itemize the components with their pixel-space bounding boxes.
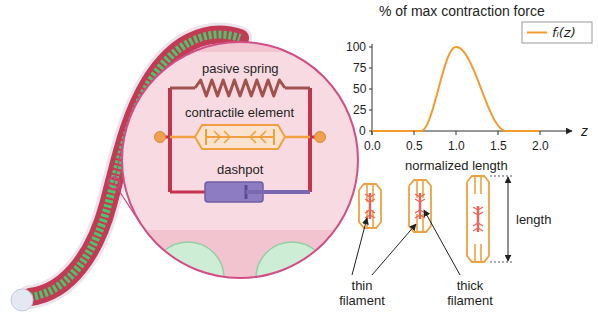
thin-filament: [474, 176, 476, 194]
sarcomeres: [359, 176, 489, 262]
tick-label: 1.5: [490, 139, 507, 154]
cross-bridge: [473, 207, 483, 231]
thin-filament: [480, 176, 482, 194]
green-sphere: [256, 242, 328, 314]
contractile-symbol: [195, 125, 285, 149]
legend-text: fₗ(z): [552, 25, 576, 40]
frame-bar: [308, 88, 312, 192]
sarcomere-outline: [467, 176, 489, 262]
x-tick: [540, 131, 541, 135]
force-curve: [372, 47, 540, 131]
axis-title: % of max contraction force: [379, 4, 545, 19]
joint-dot: [315, 132, 326, 143]
cross-bridge: [365, 194, 375, 218]
axis-label: normalized length: [405, 158, 508, 173]
tissue-band: [105, 52, 375, 230]
tick-label: 25: [353, 103, 366, 118]
legend-box: [522, 22, 592, 43]
tick-label: 2.0: [532, 139, 549, 154]
extension-line: [490, 176, 514, 177]
green-sphere: [152, 242, 224, 314]
element-label: dashpot: [217, 162, 263, 177]
sarcomere-symbol: [409, 180, 431, 232]
tick-label: 1.0: [448, 139, 465, 154]
extension-line: [490, 262, 514, 263]
tick-label: 50: [353, 82, 366, 97]
leader-line: [372, 224, 416, 275]
legend-line-sample: [527, 32, 547, 34]
x-tick: [414, 131, 415, 135]
sarcomere-symbol: [359, 184, 381, 228]
cross-bridge: [415, 194, 425, 218]
spring-wire: [285, 87, 310, 90]
x-tick: [372, 131, 373, 135]
part-label: thick filament: [438, 278, 502, 308]
hill-model: [155, 80, 326, 202]
leader-line: [352, 218, 367, 275]
tick-label: 0.0: [364, 139, 381, 154]
dimension-label: length: [516, 212, 551, 227]
contractile-symbol: [234, 136, 274, 138]
dashpot-rod: [246, 190, 310, 194]
sarcomere-outline: [409, 180, 431, 232]
axis-variable: z: [581, 124, 588, 139]
dashpot-wire: [170, 191, 205, 194]
leader-line: [424, 210, 460, 275]
contractile-symbol: [214, 131, 266, 143]
part-label: thin filament: [330, 278, 394, 308]
y-tick: [369, 89, 372, 90]
spring-wire: [170, 87, 195, 90]
element-label: pasive spring: [202, 61, 279, 76]
tick-label: 0: [359, 124, 366, 139]
y-tick: [369, 110, 372, 111]
sarcomere-outline: [359, 184, 381, 228]
spring-symbol: [195, 80, 285, 96]
tick-label: 0.5: [406, 139, 423, 154]
thin-filament: [480, 244, 482, 262]
y-tick: [369, 68, 372, 69]
x-tick: [498, 131, 499, 135]
worm-head: [11, 289, 33, 311]
tick-label: 75: [353, 61, 366, 76]
thin-filament: [474, 244, 476, 262]
tick-label: 100: [346, 40, 366, 55]
length-bracket: [508, 177, 509, 261]
sarcomere-symbol: [467, 176, 489, 262]
element-label: contractile element: [185, 105, 294, 120]
y-tick: [369, 131, 372, 132]
contractile-wire: [285, 136, 310, 139]
magnifier-border: [122, 42, 358, 278]
contractile-wire: [170, 136, 195, 139]
x-tick: [456, 131, 457, 135]
magnified-tissue: [105, 52, 375, 314]
joint-dot: [155, 132, 166, 143]
frame-bar: [168, 88, 172, 192]
y-tick: [369, 47, 372, 48]
force-length-plot: [369, 22, 592, 135]
